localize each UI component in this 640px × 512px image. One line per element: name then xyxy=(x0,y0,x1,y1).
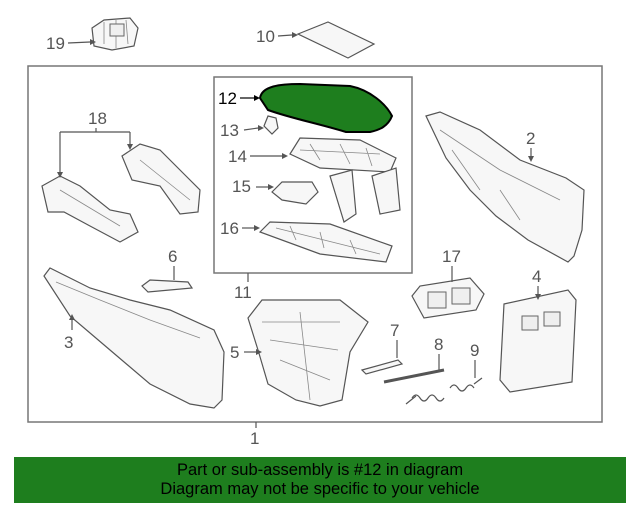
part-5 xyxy=(247,299,369,407)
callout-5: 5 xyxy=(230,343,239,362)
callout-15: 15 xyxy=(232,177,251,196)
callout-13: 13 xyxy=(220,121,239,140)
part-10 xyxy=(296,21,376,59)
part-6 xyxy=(141,279,194,293)
callout-7: 7 xyxy=(390,321,399,340)
callout-6: 6 xyxy=(168,247,177,266)
banner-line-2: Diagram may not be specific to your vehi… xyxy=(160,480,480,498)
part-9 xyxy=(405,377,483,405)
part-4 xyxy=(499,289,577,393)
callout-1: 1 xyxy=(250,429,259,448)
subassembly-frame xyxy=(213,76,413,274)
part-16 xyxy=(258,221,393,263)
callout-19: 19 xyxy=(46,34,65,53)
part-18 xyxy=(41,143,201,243)
callout-16: 16 xyxy=(220,219,239,238)
part-15 xyxy=(271,181,319,205)
callout-12: 12 xyxy=(218,89,237,108)
callout-11: 11 xyxy=(234,283,252,302)
callout-2: 2 xyxy=(526,129,535,148)
callout-14: 14 xyxy=(228,147,247,166)
banner-line-1: Part or sub-assembly is #12 in diagram xyxy=(176,461,464,479)
callout-18: 18 xyxy=(88,109,107,128)
callout-4: 4 xyxy=(532,267,541,286)
part-2 xyxy=(425,111,585,263)
part-14 xyxy=(289,137,401,223)
notice-banner: Part or sub-assembly is #12 in diagram D… xyxy=(14,457,626,503)
callout-10: 10 xyxy=(256,27,275,46)
part-3 xyxy=(43,267,225,409)
callout-3: 3 xyxy=(64,333,73,352)
callout-17: 17 xyxy=(442,247,461,266)
assembly-frame xyxy=(27,65,603,423)
callout-9: 9 xyxy=(470,341,479,360)
part-13 xyxy=(263,115,279,135)
part-12-highlighted xyxy=(258,82,394,133)
part-17 xyxy=(411,277,485,319)
part-19 xyxy=(91,17,139,51)
part-8 xyxy=(383,368,445,384)
part-7 xyxy=(360,359,404,375)
callout-8: 8 xyxy=(434,335,443,354)
